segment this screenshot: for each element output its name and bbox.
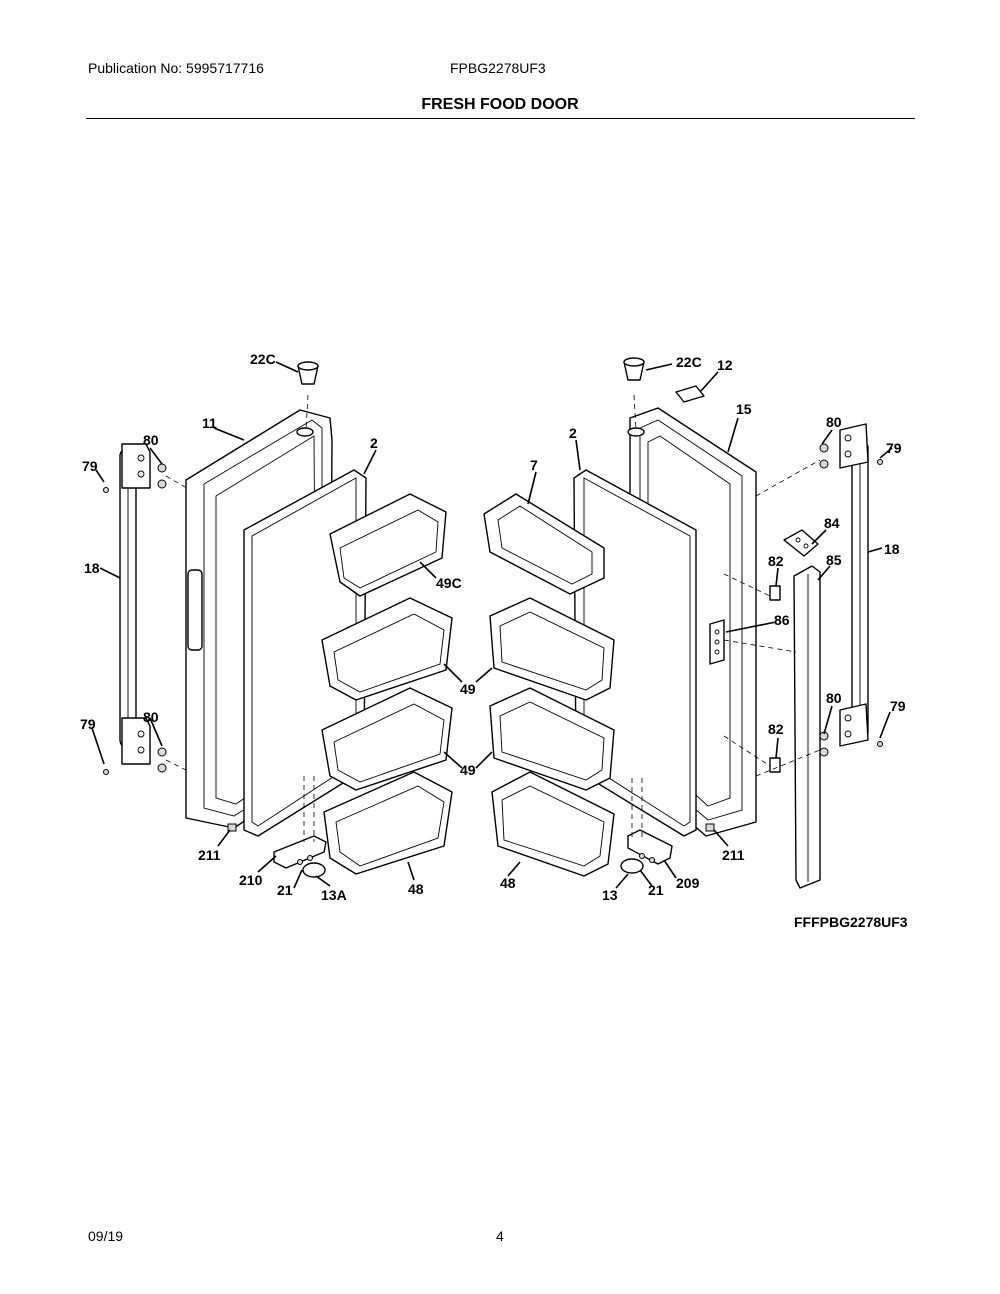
callout-82-bottom: 82 — [768, 721, 784, 737]
bracket-84 — [783, 529, 819, 557]
callout-84: 84 — [824, 515, 840, 531]
callout-2-right: 2 — [569, 425, 577, 441]
callout-80-bottom-left: 80 — [143, 709, 159, 725]
callout-80-bottom-right: 80 — [826, 690, 842, 706]
left-handle — [119, 443, 151, 765]
clip-82 — [769, 585, 781, 773]
callout-48-right: 48 — [500, 875, 516, 891]
callout-210: 210 — [239, 872, 263, 888]
diagram-code: FFFPBG2278UF3 — [794, 914, 908, 930]
callout-211-right: 211 — [722, 847, 745, 863]
callout-82-top: 82 — [768, 553, 784, 569]
header-rule — [86, 118, 915, 119]
left-handle-screws — [103, 463, 191, 775]
right-bin-48 — [491, 771, 615, 877]
right-handle — [839, 423, 869, 747]
left-bottom-hinge — [227, 776, 327, 878]
left-bin-48 — [323, 771, 453, 875]
left-cap-22c — [297, 361, 319, 385]
callout-79-top-right: 79 — [886, 440, 902, 456]
right-handle-screws — [819, 443, 883, 757]
right-bin-49-upper — [489, 597, 615, 701]
callout-49-lower: 49 — [460, 762, 476, 778]
callout-85: 85 — [826, 552, 842, 568]
page-number: 4 — [496, 1228, 504, 1244]
callout-211-left: 211 — [198, 847, 221, 863]
callout-7: 7 — [530, 457, 538, 473]
callout-80-top-right: 80 — [826, 414, 842, 430]
model-number: FPBG2278UF3 — [450, 60, 546, 76]
callout-209: 209 — [676, 875, 700, 891]
callout-21-left: 21 — [277, 882, 293, 898]
callout-18-left: 18 — [84, 560, 100, 576]
callout-12: 12 — [717, 357, 733, 373]
right-bottom-hinge — [620, 778, 715, 874]
right-bin-49-lower — [489, 687, 615, 791]
callout-22c-left: 22C — [250, 351, 276, 367]
label-12 — [675, 385, 705, 403]
left-bin-49c — [329, 493, 447, 597]
callout-79-top-left: 79 — [82, 458, 98, 474]
callout-49-upper: 49 — [460, 681, 476, 697]
leader-lines — [91, 361, 893, 889]
right-trim-85 — [793, 565, 821, 889]
callout-11: 11 — [202, 415, 217, 431]
left-bin-49-lower — [321, 687, 453, 791]
left-bin-49-upper — [321, 597, 453, 701]
footer-date: 09/19 — [88, 1228, 124, 1244]
callout-22c-right: 22C — [676, 354, 702, 370]
vent-86 — [709, 619, 725, 665]
callout-79-bottom-right: 79 — [890, 698, 906, 714]
callout-86: 86 — [774, 612, 790, 628]
callout-18-right: 18 — [884, 541, 900, 557]
right-dashed-guides — [723, 459, 821, 777]
section-title: FRESH FOOD DOOR — [421, 96, 579, 113]
callout-15: 15 — [736, 401, 752, 417]
callout-80-top-left: 80 — [143, 432, 159, 448]
callout-79-bottom-left: 79 — [80, 716, 96, 732]
publication-number: Publication No: 5995717716 — [88, 60, 264, 76]
right-cap-22c — [623, 357, 645, 381]
right-bin-7 — [483, 493, 605, 595]
callout-2-left: 2 — [370, 435, 378, 451]
callout-48-left: 48 — [408, 881, 424, 897]
callout-13: 13 — [602, 887, 618, 903]
callout-13a: 13A — [321, 887, 347, 903]
callout-21-right: 21 — [648, 882, 664, 898]
callout-49c: 49C — [436, 575, 462, 591]
